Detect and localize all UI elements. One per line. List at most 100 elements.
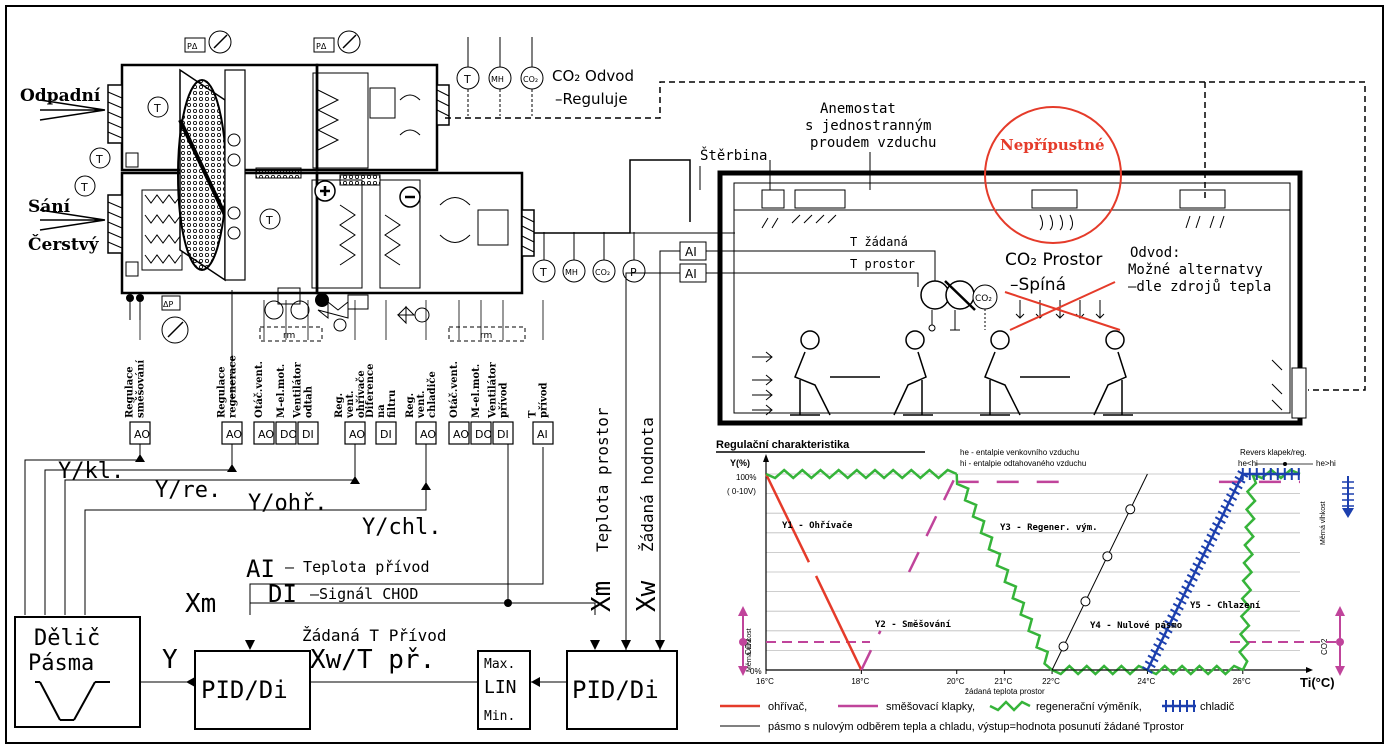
zadana-t-prived: Žádaná T Přívod <box>302 626 447 645</box>
he-lt-hi-label: he<hi <box>1238 459 1258 468</box>
dp-gauge-3-icon: ΔP <box>161 295 189 344</box>
anemostat-label-1: Anemostat <box>820 101 896 117</box>
grille-top-right-icon <box>436 84 450 126</box>
t-prostor-label: T prostor <box>850 257 915 271</box>
person-icon <box>790 330 933 416</box>
heater-valve-icon <box>315 293 369 332</box>
io-label: směšování <box>136 360 147 418</box>
teplota-prostor-vertical: Teplota prostor <box>593 407 612 552</box>
pid2-label: PID/Di <box>572 676 659 704</box>
room-inflow-arrows-icon <box>752 351 773 416</box>
signal-y-re: Y/re. <box>155 478 221 503</box>
supply-duct-line <box>534 159 691 234</box>
y-tick: 100% <box>736 473 756 482</box>
lin-label: LIN <box>484 677 517 698</box>
revers-label: Revers klapek/reg. <box>1240 448 1307 457</box>
spina-label: –Spíná <box>1010 275 1066 295</box>
series-smesovaci <box>860 473 958 671</box>
supply-sensors: T MH CO₂ P <box>532 232 646 283</box>
exhaust-grille-icon <box>1179 189 1226 229</box>
io-label: vent. <box>416 390 427 419</box>
diffuser-icon <box>761 189 785 229</box>
sensor-t-label: T <box>463 73 471 86</box>
signal-ai-text: – Teplota přívod <box>285 558 430 576</box>
io-type-ao: AO <box>349 428 365 441</box>
anemostat-label-2: s jednostranným <box>805 118 931 134</box>
io-box <box>253 421 275 445</box>
legend-swatch-regen <box>989 700 1031 712</box>
rm-box <box>448 326 526 342</box>
signal-xw-t: Xw/T př. <box>310 645 435 675</box>
io-label: Reg. <box>334 393 345 418</box>
io-label: Regulace <box>125 366 136 418</box>
pasmo-point <box>1058 641 1069 652</box>
io-box <box>297 421 319 445</box>
io-box <box>492 421 514 445</box>
return-duct-dashed <box>445 81 1366 391</box>
signal-di-text: –Signál CHOD <box>310 585 418 603</box>
io-type-ao: AO <box>420 428 436 441</box>
io-type-ao: AO <box>134 428 150 441</box>
io-label: Diference <box>365 364 376 419</box>
pid-block-1: PID/Di <box>194 650 311 730</box>
air-handling-unit: PΔ PΔ ΔP T T T T <box>39 30 535 344</box>
io-label: chladiče <box>427 371 438 418</box>
intake-air-arrow-icon <box>39 209 106 231</box>
legend-smesovaci: směšovací klapky, <box>886 701 975 713</box>
odvod-label-3: –dle zdrojů tepla <box>1128 279 1271 295</box>
filter-icon <box>144 194 182 264</box>
io-label: ohřívače <box>356 370 367 418</box>
zone-label-y3: Y3 - Regener. vým. <box>1000 523 1098 533</box>
rm-label: rm <box>283 331 295 341</box>
io-label: Regulace <box>217 366 228 418</box>
io-label: T <box>528 410 539 418</box>
signal-xm: Xm <box>185 589 216 619</box>
exhaust-fan-icon <box>227 133 241 240</box>
delic-pasma-block: Dělič Pásma <box>14 616 141 728</box>
ai-box-label: AI <box>685 267 697 281</box>
io-label: filtru <box>387 390 398 418</box>
zone-label-y1: Y1 - Ohřívače <box>782 520 853 531</box>
grille-bottom-left-icon <box>107 194 123 254</box>
xm-vertical: Xm <box>587 581 617 612</box>
io-label: Otáč.vent. <box>254 361 265 418</box>
co2-label: CO2 <box>1320 638 1329 655</box>
nepripustne-label: Nepřípustné <box>1000 136 1105 154</box>
y-tick: ( 0-10V) <box>727 487 756 496</box>
pid1-label: PID/Di <box>201 676 288 704</box>
person-icon <box>980 330 1133 416</box>
zone-label-y5: Y5 - Chlazení <box>1190 601 1261 611</box>
co2-odvod-label: CO₂ Odvod <box>552 67 634 85</box>
rm-label: rm <box>480 331 492 341</box>
diagram-border <box>5 5 1384 744</box>
grille-outlet-icon <box>521 209 535 257</box>
room-co2-sensor-icon: CO₂ <box>972 284 998 330</box>
junction-dot <box>504 599 512 607</box>
io-label: Otáč.vent. <box>449 361 460 418</box>
actuator-motor-icon <box>264 287 310 320</box>
max-label: Max. <box>484 657 515 672</box>
ai-box-label: AI <box>685 245 697 259</box>
room: CO₂ <box>717 106 1307 426</box>
damper-actuator-icon <box>125 152 139 168</box>
signal-di: DI <box>268 580 297 608</box>
io-box <box>470 421 492 445</box>
supply-fan-icon <box>439 197 509 246</box>
io-box <box>375 421 397 445</box>
signal-ai: AI <box>246 555 275 583</box>
delic-label: Dělič <box>34 626 100 651</box>
io-type-di: DI <box>497 428 509 441</box>
co2-prostor-label: CO₂ Prostor <box>1005 250 1102 270</box>
room-thermostat-icon <box>920 280 976 332</box>
io-type-ao: AO <box>226 428 242 441</box>
grille-top-left-icon <box>107 84 123 144</box>
x-tick: 26°C <box>1233 677 1251 686</box>
signal-y-ohr: Y/ohř. <box>248 491 327 516</box>
svg-text:PΔ: PΔ <box>316 42 327 51</box>
io-label: Ventilátor <box>293 362 304 419</box>
reguluje-label: –Reguluje <box>555 90 628 108</box>
svg-text:CO₂: CO₂ <box>595 268 610 277</box>
io-type-do: DO <box>280 428 297 441</box>
